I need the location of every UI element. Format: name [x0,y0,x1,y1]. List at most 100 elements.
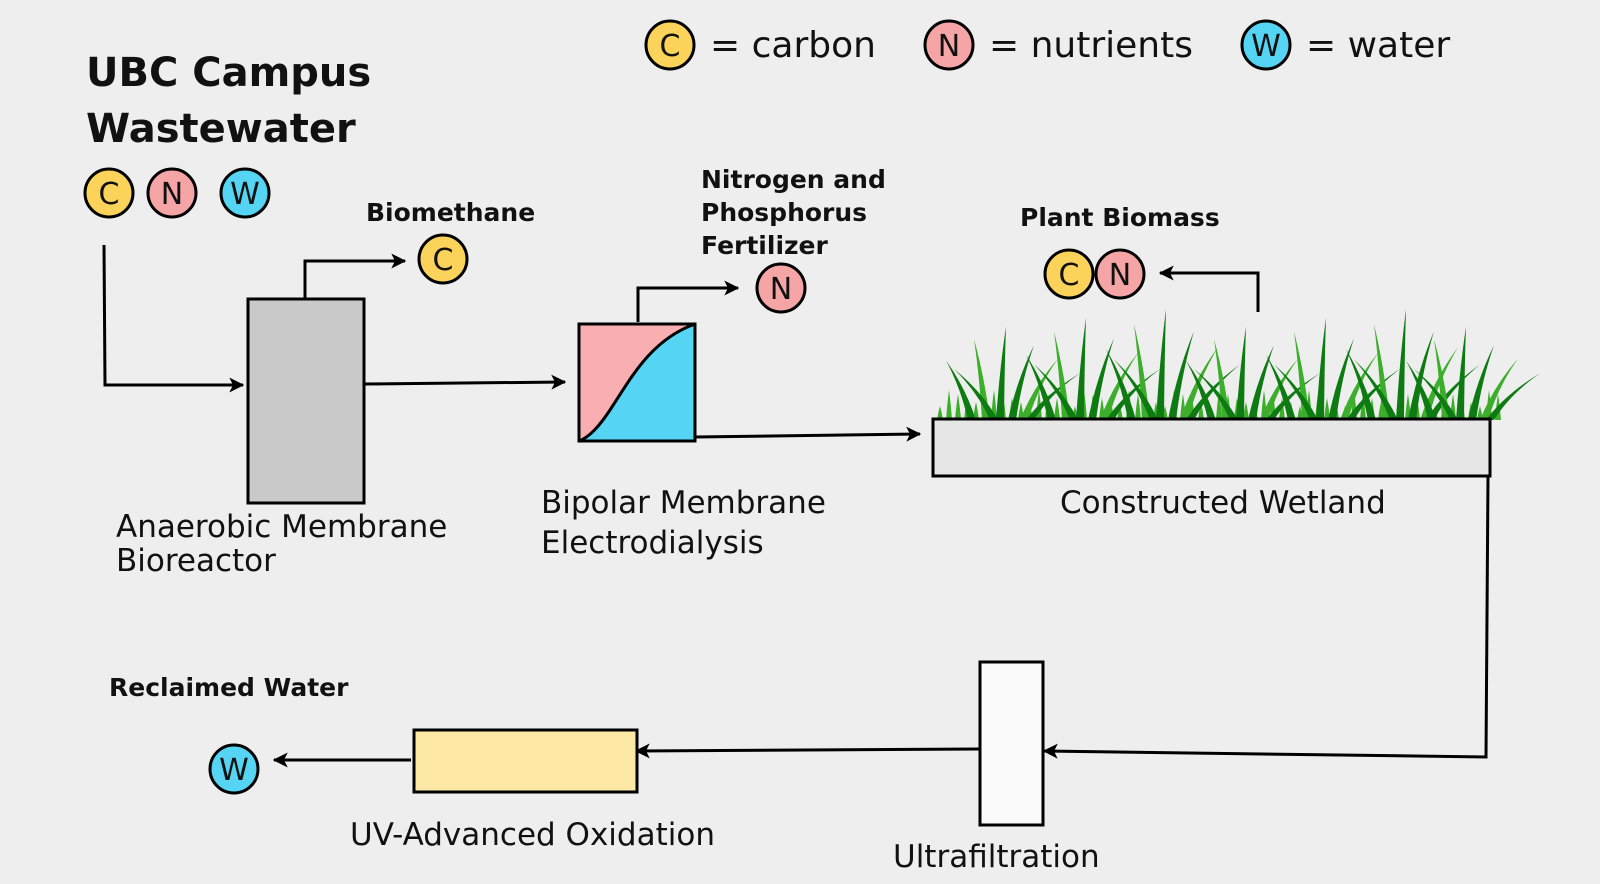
fertilizer-label-line2: Phosphorus [701,198,867,227]
reclaimed-water-label: Reclaimed Water [109,673,349,702]
water-icon [1240,19,1292,71]
carbon-icon [417,233,469,285]
fertilizer-letter: N [770,272,792,307]
grass-blade [1426,364,1480,420]
uv-label: UV-Advanced Oxidation [350,817,715,853]
grass-blade [1266,354,1296,420]
page-title-line2: Wastewater [86,106,356,152]
grass-blade [1034,364,1078,420]
bped-to-wetland-arrow [694,426,922,442]
fertilizer-arrow [636,280,740,322]
grass-blade [1186,360,1216,420]
grass-blade [1020,358,1058,420]
grass-blade [1346,368,1400,420]
grass-blade [1266,373,1320,420]
grass-blade [1216,390,1222,420]
grass-blade [1054,398,1060,420]
page-title-line1: UBC Campus [86,50,371,96]
grass-blade [1008,345,1034,420]
plant-biomass-nutrients-letter: N [1109,258,1131,293]
wetland-unit [931,417,1492,478]
grass-blade [1026,373,1080,420]
legend-nutrients: N = nutrients [923,19,1193,71]
nutrients-icon [755,262,807,314]
grass-blade [1088,338,1114,420]
anmbr-label-line2: Bioreactor [116,543,276,579]
grass-blade [1194,369,1238,420]
grass-blade [1100,353,1138,420]
grass-blade [937,406,943,420]
reclaimed-water-letter: W [219,753,249,788]
grass-blade [1054,331,1070,420]
influent-nutrients-letter: N [161,177,183,212]
wetland-to-ultrafiltration-arrow [1042,475,1490,759]
ultrafiltration-to-uv-arrow [634,743,980,759]
grass-blade [1243,402,1249,420]
grass-blade [1354,359,1398,420]
influent-arrow [102,244,245,393]
grass-blade [1076,317,1086,420]
grass-blade [1486,373,1540,420]
grass-blade [1360,394,1366,420]
grass-blade [1396,308,1406,420]
grass-blade [1114,359,1158,420]
legend-water-label: = water [1306,25,1450,66]
anmbr-label-line1: Anaerobic Membrane [116,509,447,545]
wetland-grass-icon [937,308,1540,420]
grass-blade [974,339,990,420]
grass-blade [1214,339,1230,420]
grass-blade [1374,324,1390,420]
legend-water: W = water [1240,19,1450,71]
biomethane-label: Biomethane [366,198,535,227]
biomethane-arrow [303,253,407,298]
legend-carbon-letter: C [660,29,681,64]
bped-membrane-curve [578,322,696,443]
plant-biomass-label: Plant Biomass [1020,203,1220,232]
grass-blade [996,326,1006,420]
legend-nutrients-label: = nutrients [989,25,1193,66]
grass-blade [1134,324,1150,420]
grass-blade [1026,354,1056,420]
wetland-label: Constructed Wetland [1060,485,1386,521]
nutrients-icon [146,167,198,219]
grass-blade [1328,338,1354,420]
plant-biomass-carbon-letter: C [1059,258,1080,293]
grass-blade [1340,353,1378,420]
bped-unit [577,322,697,443]
fertilizer-label-line1: Nitrogen and [701,165,886,194]
grass-blade [1414,369,1458,420]
ultrafiltration-unit [978,660,1045,827]
grass-blade [1168,331,1194,420]
grass-blade [1294,331,1310,420]
grass-blade [1274,364,1318,420]
grass-blade [1106,349,1136,420]
grass-blade [1324,398,1330,420]
fertilizer-label-line3: Fertilizer [701,231,829,260]
uv-unit [412,728,639,794]
bped-label-line2: Electrodialysis [541,525,764,561]
legend-water-letter: W [1251,29,1281,64]
influent-water-letter: W [230,177,260,212]
grass-blade [1117,406,1123,420]
grass-blade [946,390,952,420]
bped-label-line1: Bipolar Membrane [541,485,826,521]
grass-blade [1106,368,1160,420]
influent-carbon-letter: C [99,177,120,212]
grass-blade [1248,345,1274,420]
grass-blade [1297,406,1303,420]
grass-blade [973,402,979,420]
grass-blade [1279,398,1285,420]
grass-blade [1346,349,1376,420]
nutrients-icon [1094,248,1146,300]
legend: C = carbon N = nutrients W = water [644,19,1450,71]
grass-blade [1198,402,1204,420]
carbon-icon [83,167,135,219]
water-icon [219,167,271,219]
grass-blade [1456,326,1466,420]
water-icon [208,743,260,795]
grass-blade [1406,360,1436,420]
grass-blade [1434,339,1450,420]
grass-blade [946,360,976,420]
grass-blade [954,369,998,420]
